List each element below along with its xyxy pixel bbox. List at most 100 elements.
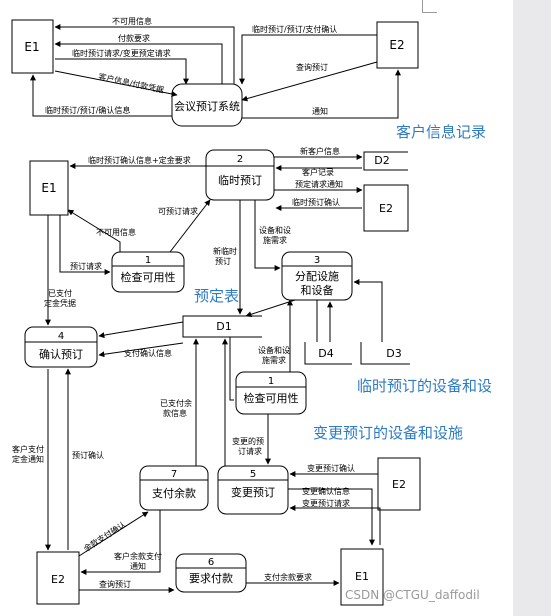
- flow-pay-confirm-info-line: [98, 342, 184, 358]
- process-1b-box: [235, 371, 307, 415]
- flow-equip-req-b-label-1: 设备和设: [258, 345, 290, 355]
- flow-cust-balance-notice-label-2: 通知: [130, 561, 146, 571]
- process-6-box: [175, 553, 247, 593]
- flow-change-confirm-label: 变更预订确认: [307, 463, 355, 473]
- flow-p3-to-d1-line: [245, 299, 296, 318]
- flow-d3-to-p3-line: [353, 279, 383, 342]
- flow-temp-request-label: 预订请求: [70, 261, 102, 271]
- flow-paid-balance-label-2: 款信息: [163, 408, 187, 418]
- system-label: 会议预订系统: [174, 100, 240, 113]
- annotation-booking-table: 预定表: [194, 287, 239, 305]
- annotation-change-equipment: 变更预订的设备和设施: [313, 424, 463, 442]
- flow-paid-balance-label-1: 已支付余: [160, 398, 192, 408]
- flow-change-request-label-2: 订请求: [238, 446, 262, 456]
- csdn-watermark: CSDN @CTGU_daffodil: [345, 588, 480, 602]
- viewer-scrollbar-strip[interactable]: [513, 0, 551, 616]
- process-1a-box: [111, 251, 185, 293]
- p6-num: 6: [208, 557, 214, 568]
- d1-label: D1: [216, 320, 231, 333]
- flow-temp-confirm-deposit-label: 临时预订确认信息+定金要求: [88, 155, 191, 165]
- p4-num: 4: [58, 331, 64, 342]
- flow-bookable-request-label: 可预订请求: [158, 206, 198, 216]
- e2-mid-label: E2: [379, 202, 393, 215]
- flow-equip-req-b-line: [229, 337, 234, 401]
- flow-paid-deposit-label-1: 已支付: [48, 288, 72, 298]
- d2-label: D2: [374, 154, 389, 167]
- p7-name: 支付余款: [152, 486, 196, 500]
- flow-paid-deposit-label-2: 定金凭据: [44, 298, 76, 308]
- flow-new-customer-label: 新客户信息: [300, 146, 340, 156]
- flow-booking-request-line: [55, 58, 189, 85]
- flow-unavailable-label: 不可用信息: [112, 16, 152, 26]
- flow-change-confirm-info-line: [288, 488, 375, 546]
- flow-notice-label: 通知: [312, 106, 328, 116]
- flow-cust-balance-notice-line: [80, 510, 161, 575]
- flow-balance-confirm-label: 余款支付确认: [82, 519, 128, 554]
- e1-bottom-label: E1: [355, 570, 369, 583]
- flow-equip-req-label-2: 施需求: [263, 235, 287, 245]
- d3-label: D3: [386, 347, 401, 360]
- entity-e2-mid-box: [363, 184, 409, 232]
- flow-new-temp-label-2: 预订: [215, 256, 231, 266]
- p1b-num: 1: [268, 376, 274, 387]
- d4-label: D4: [318, 347, 333, 360]
- flow-change-request-label-1: 变更的预: [232, 436, 264, 446]
- flow-temp-confirm-line: [30, 74, 172, 117]
- store-d4-shape: [304, 342, 352, 365]
- flow-booking-confirm-label: 预订确认: [72, 450, 104, 460]
- process-4-box: [24, 326, 98, 368]
- flow-temp-confirm-label: 临时预订/预订/确认信息: [45, 105, 130, 115]
- flow-bookable-request-line: [169, 199, 211, 253]
- flow-pay-confirm-info-label: 支付确认信息: [124, 348, 172, 358]
- e2-top-label: E2: [389, 38, 404, 52]
- flow-customer-record-label: 客户记录: [302, 167, 334, 177]
- entity-e2-top-box: [376, 21, 419, 69]
- flow-balance-confirm-line: [78, 511, 149, 557]
- p1a-num: 1: [145, 255, 151, 266]
- flow-pay-balance-req-label: 支付余款要求: [264, 572, 312, 582]
- flow-temp-confirm2-label: 临时预订确认: [292, 197, 340, 207]
- flow-query-label: 查询预订: [296, 62, 328, 72]
- flow-booking-request-label: 临时预订请求/变更预定请求: [72, 48, 171, 58]
- store-d2-shape: [363, 151, 408, 171]
- p6-name: 要求付款: [189, 571, 233, 585]
- p4-name: 确认预订: [39, 348, 83, 361]
- flow-unavailable2-label: 不可用信息: [96, 227, 136, 237]
- p7-num: 7: [171, 469, 177, 480]
- flow-cust-balance-notice-label-1: 客户余款支付: [114, 551, 162, 561]
- flow-pre-request-notice-label: 预定请求通知: [295, 179, 343, 189]
- flow-change-confirm-info-label: 变更确认信息: [302, 486, 350, 496]
- e2-right-label: E2: [392, 478, 406, 491]
- entity-e1-top-box: [11, 19, 54, 74]
- e1-mid-label: E1: [41, 181, 56, 195]
- p1a-name: 检查可用性: [121, 270, 176, 284]
- p3-name2: 和设备: [301, 283, 334, 297]
- flow-new-temp-label-1: 新临时: [213, 246, 237, 256]
- annotation-temp-equipment: 临时预订的设备和设: [357, 377, 492, 395]
- flow-cust-pay-deposit-label-1: 客户支付: [12, 444, 44, 454]
- e1-top-label: E1: [24, 40, 39, 54]
- flow-query-line: [241, 61, 378, 102]
- annotation-customer-record: 客户信息记录: [396, 123, 486, 141]
- p5-name: 变更预订: [231, 485, 275, 499]
- flow-d1-to-p4-line: [98, 321, 184, 339]
- p3-name: 分配设施: [295, 270, 339, 283]
- p3-num: 3: [314, 255, 320, 266]
- flow-payment-req-label: 付款要求: [118, 33, 150, 43]
- flow-unavailable2-line: [67, 209, 121, 252]
- entity-e2-bottom-box: [36, 551, 80, 605]
- p5-num: 5: [250, 469, 256, 480]
- entity-e2-right-box: [377, 457, 421, 511]
- entity-e1-mid-box: [29, 160, 69, 216]
- flow-e2-to-system-line: [239, 34, 377, 85]
- flow-cust-pay-deposit-label-2: 定金通知: [12, 454, 44, 464]
- flow-equip-req-b-label-2: 施需求: [262, 355, 286, 365]
- process-5-box: [217, 465, 289, 515]
- flow-equip-req-label-1: 设备和设: [259, 225, 291, 235]
- p1b-name: 检查可用性: [244, 391, 299, 405]
- flow-equip-req-line: [254, 200, 281, 271]
- flow-notice-line: [242, 69, 401, 119]
- flow-temp-request-line: [59, 215, 111, 275]
- page-corner-mark: [422, 0, 437, 13]
